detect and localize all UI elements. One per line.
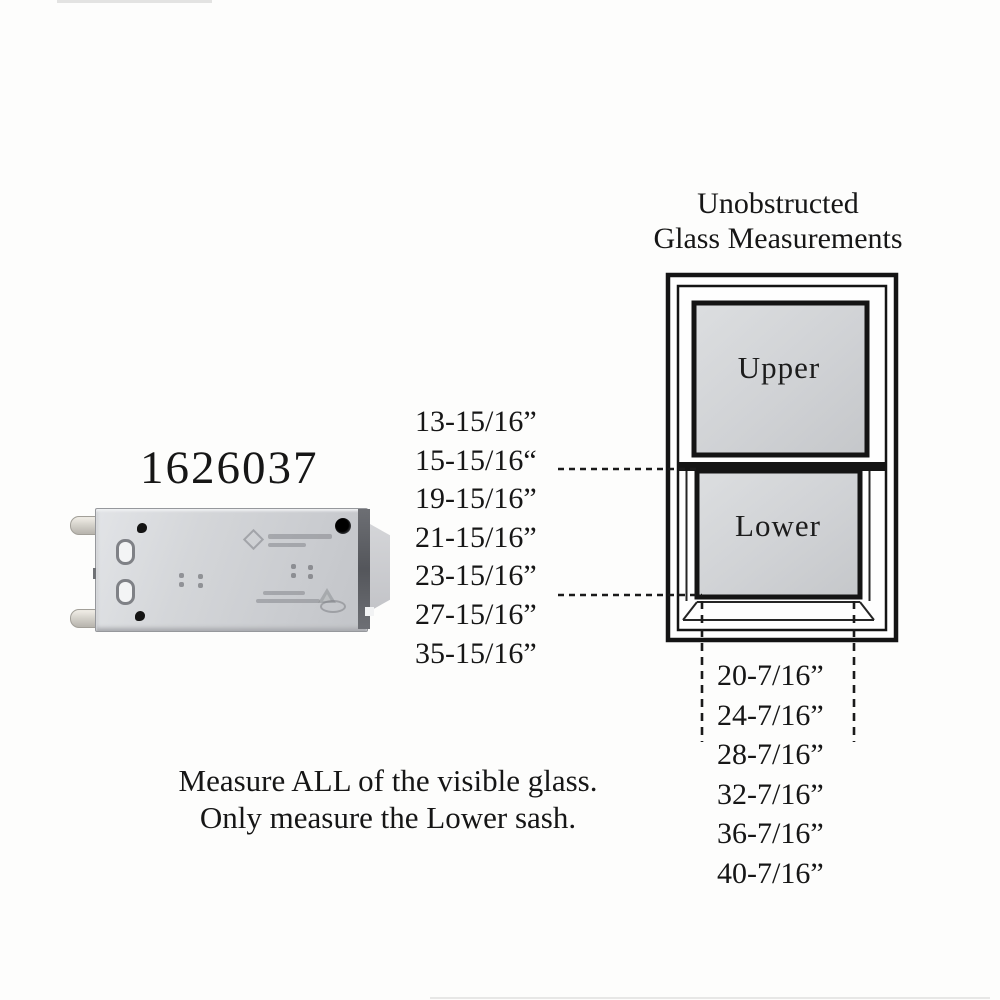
part-rivet-top	[137, 523, 147, 533]
part-slot-bottom	[116, 579, 135, 605]
glass-height-measurement: 13-15/16”	[415, 405, 537, 438]
diagram-title: Unobstructed Glass Measurements	[627, 186, 929, 256]
image-edge-artifact	[430, 997, 990, 999]
part-vent-dots	[179, 573, 184, 578]
glass-height-measurement: 23-15/16”	[415, 559, 537, 593]
image-edge-artifact	[57, 0, 212, 3]
glass-height-measurement: 19-15/16”	[415, 482, 537, 516]
part-stamped-text	[268, 543, 306, 547]
part-stamped-text	[256, 599, 320, 603]
diagram-title-line1: Unobstructed	[697, 187, 859, 220]
part-oval-stamp	[320, 600, 346, 613]
upper-sash-label: Upper	[738, 350, 820, 385]
part-vent-dots	[308, 565, 313, 570]
glass-width-measurement: 36-7/16”	[717, 817, 824, 851]
part-stamped-text	[263, 591, 305, 595]
upper-sash-glass	[691, 300, 870, 458]
part-vent-dots	[308, 574, 313, 579]
part-rivet-bottom	[135, 611, 145, 621]
diagram-title-line2: Glass Measurements	[653, 222, 903, 255]
glass-width-list: 20-7/16” 24-7/16” 28-7/16” 32-7/16” 36-7…	[717, 656, 824, 894]
glass-width-measurement: 24-7/16”	[717, 698, 824, 732]
measuring-instructions: Measure ALL of the visible glass. Only m…	[127, 763, 649, 836]
part-stamped-text	[268, 534, 332, 539]
lower-sash-glass	[694, 468, 863, 600]
instruction-line1: Measure ALL of the visible glass.	[178, 763, 598, 798]
glass-height-measurement: 27-15/16”	[415, 597, 537, 631]
part-vent-dots	[198, 574, 203, 579]
part-vent-dots	[291, 564, 296, 569]
glass-width-measurement: 20-7/16”	[717, 659, 824, 692]
part-left-notch	[93, 568, 96, 579]
warning-triangle-icon	[323, 594, 331, 601]
glass-height-measurement: 35-15/16”	[415, 636, 537, 670]
part-vent-dots	[291, 573, 296, 578]
part-right-notch	[365, 607, 374, 616]
part-number: 1626037	[140, 442, 319, 494]
window-diagram: Upper Lower	[558, 272, 899, 742]
glass-width-measurement: 32-7/16”	[717, 777, 824, 811]
part-right-edge-strip	[358, 509, 370, 629]
glass-width-measurement: 28-7/16”	[717, 738, 824, 772]
window-inner-frame	[676, 284, 888, 632]
part-vent-dots	[179, 582, 184, 587]
glass-height-measurement: 21-15/16”	[415, 520, 537, 554]
part-screw-hole	[335, 518, 351, 534]
part-right-tab	[370, 524, 390, 611]
glass-height-measurement: 15-15/16“	[415, 443, 537, 477]
lower-sash-label: Lower	[735, 508, 821, 543]
check-rail	[679, 462, 885, 471]
part-slot-top	[116, 539, 135, 565]
part-vent-dots	[198, 583, 203, 588]
glass-width-measurement: 40-7/16”	[717, 856, 824, 890]
sill-lines	[682, 601, 875, 621]
instruction-line2: Only measure the Lower sash.	[199, 799, 577, 835]
glass-height-list: 13-15/16” 15-15/16“ 19-15/16” 21-15/16” …	[415, 403, 537, 673]
balancer-part-image	[60, 495, 400, 645]
